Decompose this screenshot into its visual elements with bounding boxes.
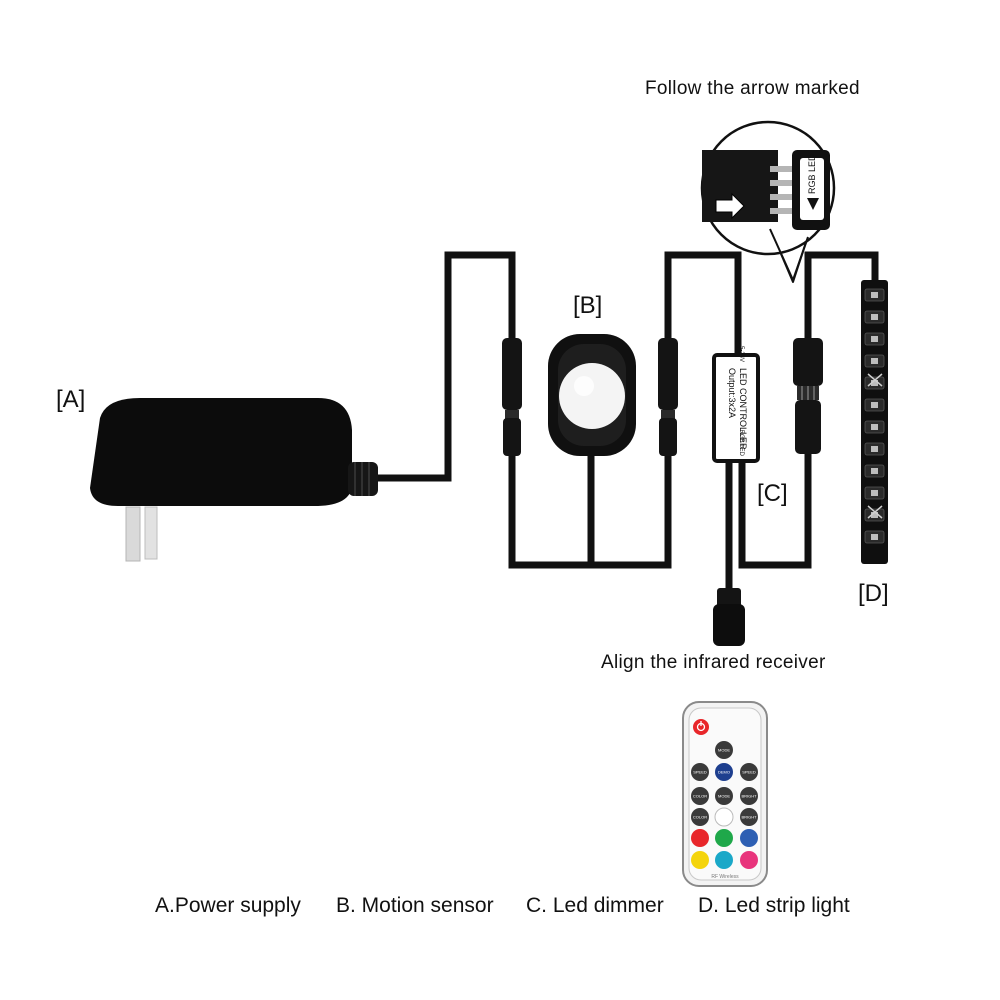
power-supply-prong-left <box>125 506 141 562</box>
remote-label-mode-mid: MODE <box>718 794 730 799</box>
ir-receiver <box>713 588 745 646</box>
tag-power-supply: [A] <box>56 386 86 413</box>
tag-motion-sensor: [B] <box>573 292 603 319</box>
note-follow-arrow: Follow the arrow marked <box>645 78 860 99</box>
remote-bright-lower-button <box>740 808 758 826</box>
remote-speed-right-button <box>740 763 758 781</box>
remote-demo-button <box>715 763 733 781</box>
remote-label-bright-lower: BRIGHT <box>741 815 757 820</box>
arrow-right-icon <box>715 192 745 220</box>
legend-power-supply: A.Power supply <box>155 894 301 917</box>
controller-line1: LED CONTROLLER <box>738 368 748 450</box>
remote-pink-button <box>740 851 758 869</box>
led-chip-lens <box>871 512 878 518</box>
power-button-icon <box>693 719 709 735</box>
remote-yellow-button <box>691 851 709 869</box>
led-chip-lens <box>871 534 878 540</box>
led-chip-lens <box>871 402 878 408</box>
sensor-dome <box>559 363 625 429</box>
wires <box>375 251 879 595</box>
power-supply-prong-right <box>144 506 158 560</box>
legend-led-dimmer: C. Led dimmer <box>526 894 664 917</box>
remote-label-bright-right: BRIGHT <box>741 794 757 799</box>
remote-mode-mid-button <box>715 787 733 805</box>
magnifier-callout: RGB LED <box>700 120 836 283</box>
power-supply-body <box>90 398 352 506</box>
remote-bright-right-button <box>740 787 758 805</box>
dc-connector-left <box>502 338 522 456</box>
magnifier-connector-label: RGB LED <box>807 154 817 194</box>
remote-label-speed-left: SPEED <box>693 770 707 775</box>
remote-speed-left-button <box>691 763 709 781</box>
wire-adapter-to-top <box>375 251 516 482</box>
remote-label-demo: DEMO <box>718 770 730 775</box>
remote-control: MODE SPEED DEMO SPEED COLOR MODE BRIGHT … <box>682 701 768 887</box>
remote-white-button <box>714 807 734 827</box>
tag-led-strip: [D] <box>858 580 889 607</box>
remote-brand: RF Wireless <box>711 874 739 880</box>
led-chip-lens <box>871 292 878 298</box>
remote-color-lower-button <box>691 808 709 826</box>
remote-label-color-lower: COLOR <box>693 815 707 820</box>
led-chip-lens <box>871 490 878 496</box>
cut-mark-icon <box>867 373 883 387</box>
controller-line2: Output:3x2A <box>727 368 737 418</box>
controller-voltage: 5-24V <box>738 346 744 362</box>
remote-green-button <box>715 829 733 847</box>
legend-motion-sensor: B. Motion sensor <box>336 894 494 917</box>
remote-label-color-left: COLOR <box>693 794 707 799</box>
led-chip-lens <box>871 336 878 342</box>
dc-connector-right <box>658 338 678 456</box>
wire-top-right-b <box>664 251 742 355</box>
arrow-triangle-icon <box>807 198 819 210</box>
power-supply-strain-relief <box>348 462 378 496</box>
remote-color-left-button <box>691 787 709 805</box>
note-align-receiver: Align the infrared receiver <box>601 652 826 673</box>
remote-mode-top-button <box>715 741 733 759</box>
remote-label-mode-top: MODE <box>718 748 730 753</box>
cut-mark-icon <box>867 505 883 519</box>
power-supply <box>90 398 378 562</box>
led-strip <box>861 280 888 564</box>
tag-led-dimmer: [C] <box>757 480 788 507</box>
led-controller <box>712 353 760 463</box>
led-chip-lens <box>871 314 878 320</box>
motion-sensor <box>548 334 636 456</box>
led-chip-lens <box>871 446 878 452</box>
led-chip-lens <box>871 380 878 386</box>
remote-cyan-button <box>715 851 733 869</box>
remote-red-button <box>691 829 709 847</box>
controller-output-label: RGB LED <box>738 430 744 457</box>
legend-led-strip: D. Led strip light <box>698 894 850 917</box>
led-chip-lens <box>871 358 878 364</box>
controller-text: LED CONTROLLER Output:3x2A 5-24V RGB LED <box>727 346 748 457</box>
wire-top-to-strip <box>804 251 879 340</box>
led-chip-lens <box>871 468 878 474</box>
remote-label-speed-right: SPEED <box>742 770 756 775</box>
remote-blue-button <box>740 829 758 847</box>
wire-controller-bottom <box>738 450 812 569</box>
led-chip-lens <box>871 424 878 430</box>
rgb-connector-pair <box>793 338 823 454</box>
